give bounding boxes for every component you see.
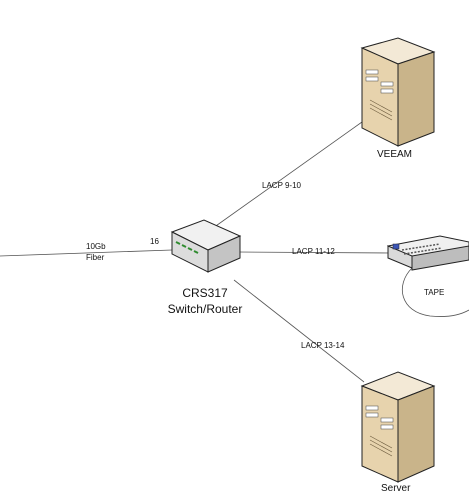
router-icon: [170, 219, 242, 273]
router-role-label: Switch/Router: [167, 302, 243, 316]
tape-node-label: TAPE: [424, 288, 445, 297]
tape-loop-line: [401, 267, 469, 317]
veeam-node-label: VEEAM: [377, 149, 413, 160]
fiber-port-label: 16: [150, 237, 159, 246]
tape-link-line: [237, 251, 393, 254]
fiber-type-label: Fiber: [86, 253, 105, 262]
router-label: CRS317 Switch/Router: [150, 285, 260, 317]
tape-unit-icon: [386, 235, 469, 271]
router-model-label: CRS317: [182, 286, 228, 300]
connection-lines: [0, 121, 469, 383]
fiber-link-line: [0, 249, 173, 257]
server-node-label: Server: [381, 483, 411, 494]
veeam-server-icon: [360, 37, 436, 147]
veeam-link-line: [212, 121, 363, 229]
server-tower-icon: [360, 371, 436, 483]
tape-lacp-label: LACP 11-12: [292, 247, 335, 256]
veeam-lacp-label: LACP 9-10: [262, 181, 301, 190]
server-lacp-label: LACP 13-14: [301, 341, 345, 350]
server-link-line: [233, 279, 365, 383]
fiber-speed-label: 10Gb: [86, 242, 106, 251]
